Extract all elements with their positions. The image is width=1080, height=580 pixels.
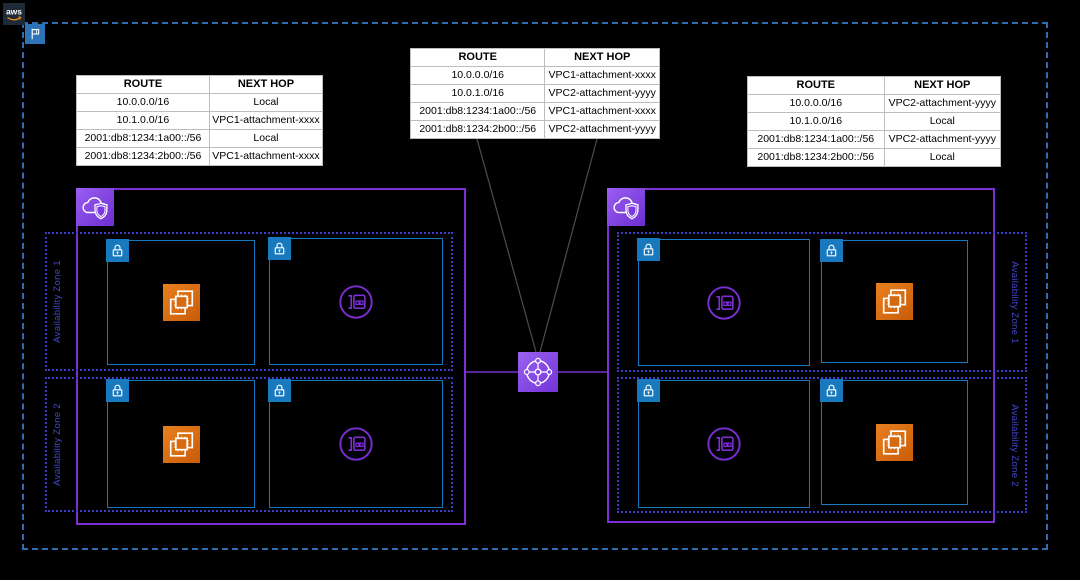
- network-interface-icon: [339, 427, 373, 461]
- vpc2-az2-boundary: [617, 377, 1027, 513]
- network-interface-icon: [707, 285, 741, 320]
- route-table-header-row: ROUTE NEXT HOP: [409, 48, 660, 67]
- route-cell: 10.0.0.0/16: [76, 93, 210, 112]
- next-hop-cell: VPC1-attachment-xxxx: [208, 147, 324, 166]
- az-label: Availability Zone 1: [51, 260, 63, 343]
- vpc1-az1-boundary: [45, 232, 453, 371]
- next-hop-cell: VPC1-attachment-xxxx: [544, 66, 660, 85]
- vpc2-az1-boundary: [617, 232, 1027, 372]
- next-hop-cell: VPC2-attachment-yyyy: [883, 130, 1002, 149]
- vpc1-az2-subnet-eni: [269, 380, 443, 508]
- next-hop-cell: VPC2-attachment-yyyy: [544, 120, 660, 139]
- vpc1-boundary: [76, 188, 466, 525]
- route-cell: 10.0.0.0/16: [747, 94, 885, 113]
- vpc2-az1-label-wrap: Availability Zone 1: [1003, 232, 1025, 372]
- ec2-instances-icon: [162, 425, 200, 463]
- next-hop-cell: VPC1-attachment-xxxx: [544, 102, 660, 121]
- route-cell: 2001:db8:1234:2b00::/56: [409, 120, 546, 139]
- next-hop-column-header: NEXT HOP: [208, 75, 324, 94]
- private-subnet-lock-icon: [268, 379, 291, 402]
- private-subnet-lock-icon: [820, 379, 843, 402]
- vpc1-az2-subnet-ec2: [107, 380, 255, 508]
- route-table-header-row: ROUTE NEXT HOP: [76, 75, 324, 94]
- route-cell: 10.1.0.0/16: [76, 111, 210, 130]
- aws-logo: aws: [3, 3, 25, 25]
- next-hop-cell: Local: [208, 129, 324, 148]
- next-hop-cell: VPC1-attachment-xxxx: [208, 111, 324, 130]
- aws-logo-text: aws: [6, 7, 22, 17]
- vpc2-az2-subnet-ec2: [821, 380, 968, 505]
- az-label: Availability Zone 2: [1008, 403, 1020, 487]
- route-column-header: ROUTE: [747, 76, 885, 95]
- private-subnet-lock-icon: [106, 239, 129, 262]
- route-cell: 10.1.0.0/16: [747, 112, 885, 131]
- next-hop-column-header: NEXT HOP: [544, 48, 660, 67]
- vpc1-az1-subnet-eni: [269, 238, 443, 365]
- private-subnet-lock-icon: [106, 379, 129, 402]
- route-cell: 2001:db8:1234:2b00::/56: [76, 147, 210, 166]
- route-table-header-row: ROUTE NEXT HOP: [747, 76, 1002, 95]
- network-interface-icon: [707, 427, 741, 461]
- route-cell: 2001:db8:1234:1a00::/56: [76, 129, 210, 148]
- private-subnet-lock-icon: [268, 237, 291, 260]
- next-hop-cell: Local: [883, 148, 1002, 167]
- vpc2-az1-subnet-eni: [638, 239, 810, 366]
- vpc1-az2-label-wrap: Availability Zone 2: [46, 377, 68, 512]
- aws-cloud-region-boundary: [22, 22, 1048, 550]
- private-subnet-lock-icon: [637, 238, 660, 261]
- vpc1-az1-label-wrap: Availability Zone 1: [46, 232, 68, 371]
- route-cell: 2001:db8:1234:2b00::/56: [747, 148, 885, 167]
- vpc1-az1-subnet-ec2: [107, 240, 255, 365]
- route-cell: 10.0.1.0/16: [409, 84, 546, 103]
- ec2-instances-icon: [162, 284, 200, 321]
- vpc2-az2-label-wrap: Availability Zone 2: [1003, 377, 1025, 513]
- vpc-icon: [607, 188, 645, 226]
- az-label: Availability Zone 2: [51, 403, 63, 486]
- vpc-icon: [76, 188, 114, 226]
- region-flag-icon: [25, 24, 45, 44]
- next-hop-cell: VPC2-attachment-yyyy: [883, 94, 1002, 113]
- private-subnet-lock-icon: [637, 379, 660, 402]
- aws-logo-icon: aws: [6, 7, 22, 21]
- route-column-header: ROUTE: [76, 75, 210, 94]
- az-label: Availability Zone 1: [1008, 260, 1020, 344]
- vpc2-boundary: [607, 188, 995, 523]
- route-cell: 10.0.0.0/16: [409, 66, 546, 85]
- vpc2-az2-subnet-eni: [638, 380, 810, 508]
- next-hop-cell: VPC2-attachment-yyyy: [544, 84, 660, 103]
- transit-gateway-icon: [518, 352, 558, 392]
- ec2-instances-icon: [876, 283, 913, 320]
- next-hop-column-header: NEXT HOP: [883, 76, 1002, 95]
- ec2-instances-icon: [876, 424, 913, 461]
- vpc2-az1-subnet-ec2: [821, 240, 968, 363]
- vpc1-az2-boundary: [45, 377, 453, 512]
- route-cell: 2001:db8:1234:1a00::/56: [747, 130, 885, 149]
- tgw-table-link-right: [539, 138, 598, 353]
- private-subnet-lock-icon: [820, 239, 843, 262]
- next-hop-cell: Local: [208, 93, 324, 112]
- route-column-header: ROUTE: [409, 48, 546, 67]
- network-interface-icon: [339, 284, 373, 319]
- next-hop-cell: Local: [883, 112, 1002, 131]
- route-cell: 2001:db8:1234:1a00::/56: [409, 102, 546, 121]
- tgw-table-link-left: [476, 138, 537, 353]
